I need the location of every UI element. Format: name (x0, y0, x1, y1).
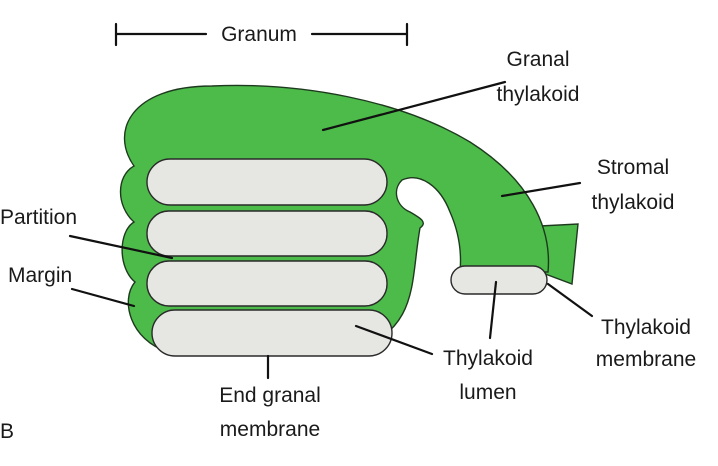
thylakoid-membrane-label-line1: Thylakoid (601, 316, 691, 339)
end-granal-membrane-label-line1: End granal (219, 384, 321, 407)
granal-thylakoid-lumen-2 (146, 210, 388, 257)
granum-scale-bar (114, 22, 409, 47)
granal-thylakoid-leader (321, 80, 507, 132)
granal-thylakoid-label-line1: Granal (506, 48, 569, 71)
granal-thylakoid-lumen-1 (146, 158, 388, 206)
panel-letter: B (0, 420, 14, 443)
thylakoid-membrane-label-line2: membrane (596, 348, 696, 371)
partition-leader (68, 234, 174, 260)
thylakoid-lumen-leader-1 (488, 280, 498, 340)
stromal-thylakoid-leader (500, 181, 582, 198)
stromal-thylakoid-label-line1: Stromal (597, 156, 669, 179)
thylakoid-membrane-leader (546, 282, 594, 318)
leader-lines (68, 80, 594, 380)
stromal-thylakoid-label-line2: thylakoid (592, 191, 675, 214)
thylakoid-lumen-label-line1: Thylakoid (443, 347, 533, 370)
thylakoid-lumen-leader-2 (354, 324, 434, 356)
granal-thylakoid-lumen-4 (151, 309, 393, 357)
partition-label: Partition (0, 206, 77, 229)
granal-thylakoid-label-line2: thylakoid (497, 83, 580, 106)
granal-thylakoid-lumen-3 (146, 260, 388, 307)
end-granal-membrane-label-line2: membrane (220, 418, 320, 441)
granum-label: Granum (221, 23, 297, 46)
thylakoid-structure (119, 84, 579, 357)
stromal-thylakoid-lumen (450, 265, 548, 295)
margin-leader (70, 287, 136, 308)
thylakoid-lumen-label-line2: lumen (459, 381, 516, 404)
margin-label: Margin (8, 264, 72, 287)
